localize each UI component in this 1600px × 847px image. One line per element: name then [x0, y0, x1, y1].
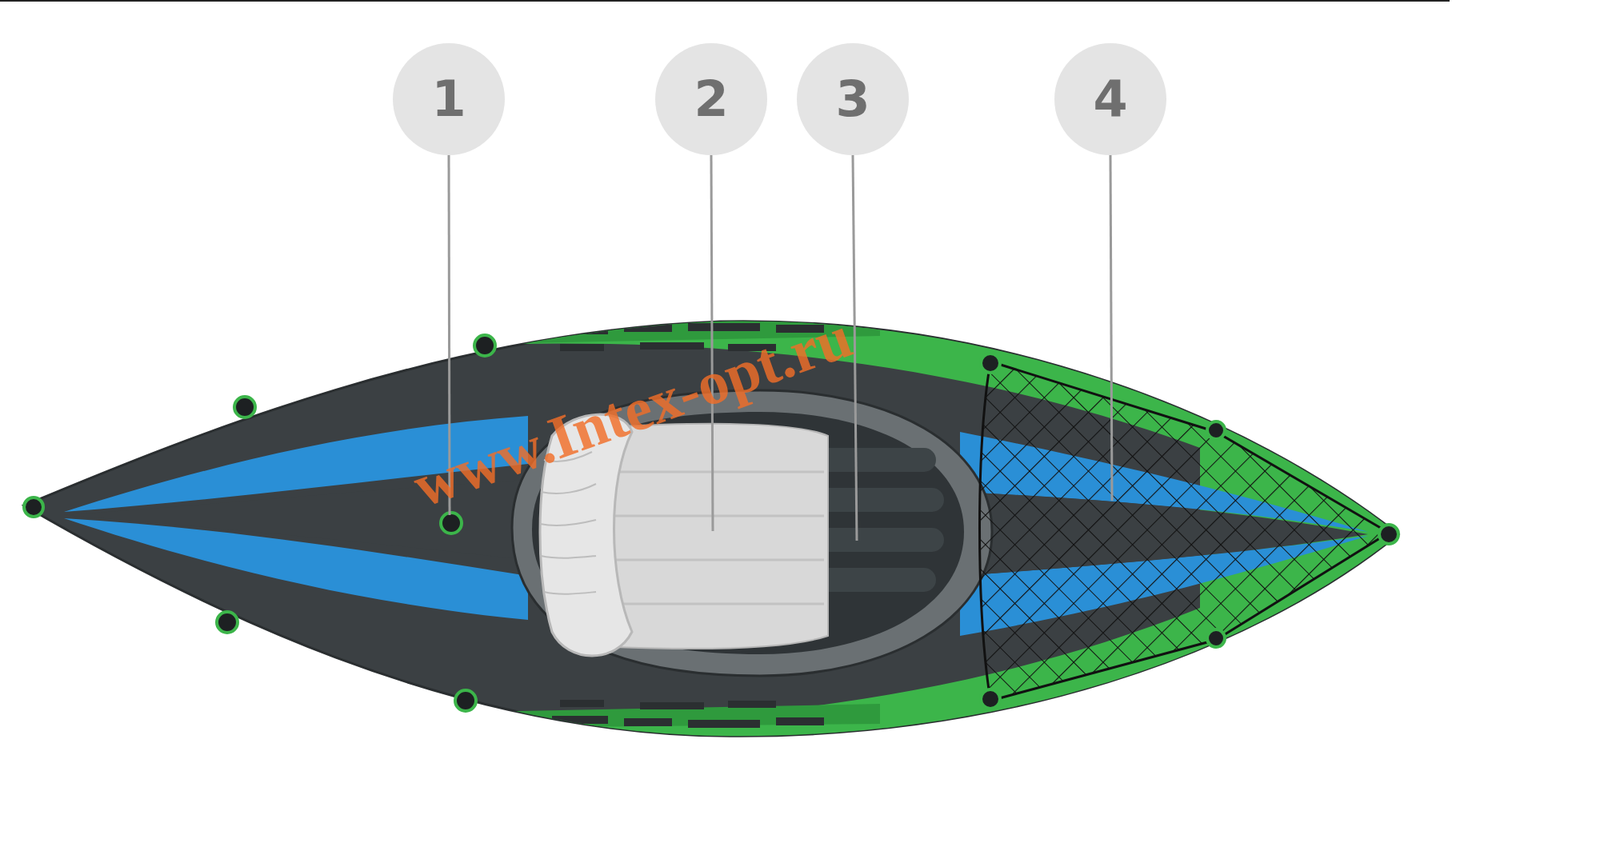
callouts: [392, 43, 1167, 541]
callout-circle: [796, 43, 909, 156]
callout-number: 2: [693, 74, 728, 124]
callout-circle: [655, 43, 768, 156]
callout-number: 1: [431, 74, 466, 124]
leader-line: [1110, 155, 1112, 501]
callout-circle: [1054, 43, 1167, 156]
hull-decor: [64, 304, 1600, 768]
cargo-net: [980, 361, 1390, 701]
callout-circle: [392, 43, 505, 156]
top-rule: [0, 0, 1450, 2]
callout-number: 3: [835, 74, 870, 124]
leader-line: [711, 155, 713, 532]
callout-number: 4: [1092, 74, 1128, 124]
